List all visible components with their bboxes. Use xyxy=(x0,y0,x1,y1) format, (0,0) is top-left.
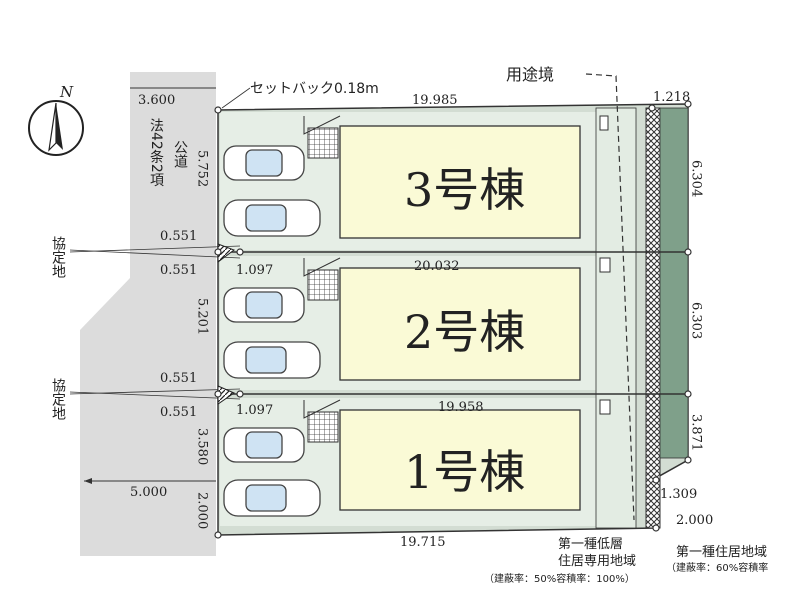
zone-residential-ratio: （建蔽率：60%容積率 xyxy=(666,561,768,574)
dim-gap-c: 0.551 xyxy=(160,371,197,386)
dim-bottom-width: 19.715 xyxy=(400,535,446,550)
dim-gap-b: 0.551 xyxy=(160,263,197,278)
arrow-icon xyxy=(84,478,92,484)
road-width-label: 3.600 xyxy=(138,93,175,108)
dim-gap-a: 0.551 xyxy=(160,229,197,244)
setback-label: セットバック0.18m xyxy=(250,81,379,97)
dim-top-right: 1.218 xyxy=(653,90,690,105)
road-public-label: 公道 xyxy=(172,140,188,169)
dim-right-bottom: 2.000 xyxy=(676,513,713,528)
leader-line xyxy=(69,245,241,253)
fence-hatch xyxy=(645,107,661,529)
lot2-top-width: 20.032 xyxy=(414,259,460,274)
dim-offset-2: 1.097 xyxy=(236,403,273,418)
zone-residential-title: 第一種住居地域 xyxy=(676,544,767,560)
lot3-front-depth: 5.752 xyxy=(195,150,210,187)
zone-boundary-line xyxy=(585,73,635,521)
zone-low-rise-title-2: 住居専用地域 xyxy=(558,554,636,569)
lot3-side-depth: 6.304 xyxy=(689,160,704,197)
survey-point-icon xyxy=(214,100,692,539)
road-lower-width-label: 5.000 xyxy=(130,485,167,500)
entrance-2 xyxy=(307,269,339,301)
utility-box xyxy=(599,399,611,415)
utility-box xyxy=(599,115,609,131)
zone-boundary-label: 用途境 xyxy=(506,65,554,84)
leader-line xyxy=(69,388,241,395)
building-2 xyxy=(339,267,581,381)
lot2-label: 2号棟 xyxy=(404,305,525,359)
entrance-3 xyxy=(307,127,339,159)
agreement-land-label-lower: 協定地 xyxy=(50,378,66,420)
agreement-land-label-upper: 協定地 xyxy=(50,236,66,278)
lot2-front-depth: 5.201 xyxy=(195,298,210,335)
step-2 xyxy=(303,257,341,277)
step-1 xyxy=(303,399,341,419)
step-3 xyxy=(303,115,341,135)
dim-offset-1: 1.097 xyxy=(236,263,273,278)
lot3-top-width: 19.985 xyxy=(412,93,458,108)
entrance-1 xyxy=(307,411,339,443)
lot2-side-depth: 6.303 xyxy=(689,302,704,339)
north-compass-icon: N xyxy=(28,83,84,156)
road xyxy=(80,72,216,556)
lot1-side-depth: 3.871 xyxy=(689,414,704,451)
zone-low-rise-title-1: 第一種低層 xyxy=(558,536,623,552)
road-type-label: 法42条2項 xyxy=(148,118,164,187)
lot1-label: 1号棟 xyxy=(404,445,525,499)
building-3 xyxy=(339,125,581,239)
setback-leader xyxy=(221,87,251,109)
utility-box xyxy=(599,257,611,273)
dim-right-step: 1.309 xyxy=(660,487,697,502)
dim-gap-d: 0.551 xyxy=(160,405,197,420)
north-letter: N xyxy=(59,83,74,101)
lot3-label: 3号棟 xyxy=(404,163,525,217)
lot1-top-width: 19.958 xyxy=(438,400,484,415)
lot1-front-depth: 3.580 xyxy=(195,428,210,465)
car-icon xyxy=(223,145,321,517)
building-1 xyxy=(339,409,581,511)
zone-strip-light xyxy=(595,107,637,529)
zone-strip-green xyxy=(659,107,689,459)
dim-bottom-front: 2.000 xyxy=(195,492,210,529)
zone-low-rise-ratio: （建蔽率：50%容積率：100%） xyxy=(484,572,635,585)
